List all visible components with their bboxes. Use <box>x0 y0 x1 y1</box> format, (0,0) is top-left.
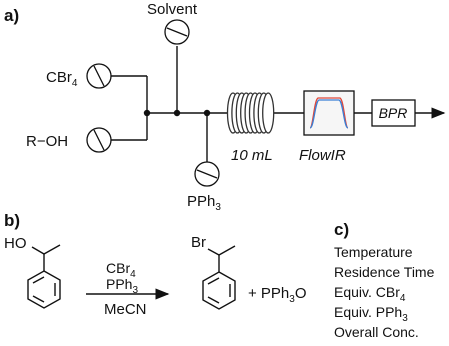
byproduct-label: + PPh3O <box>248 285 307 305</box>
bpr-box <box>371 99 416 127</box>
panel-a-label: a) <box>4 6 19 25</box>
condition-cbr4: CBr4 <box>106 260 136 280</box>
condition-pph3: PPh3 <box>106 276 138 296</box>
condition-solvent: MeCN <box>104 301 147 318</box>
hydroxyl-label: HO <box>4 235 27 252</box>
solvent-label: Solvent <box>147 1 198 18</box>
parameter-item: Temperature <box>334 244 413 260</box>
junction-dots <box>143 109 211 117</box>
coil-reactor-icon <box>226 92 275 134</box>
flowir-icon <box>303 90 355 136</box>
pph3-label: PPh3 <box>187 193 221 213</box>
bpr-label: BPR <box>379 105 408 121</box>
starting-material-structure <box>27 244 61 309</box>
bromine-label: Br <box>191 234 206 251</box>
pump-cbr4-icon <box>86 63 112 89</box>
panel-b-label: b) <box>4 211 20 230</box>
parameter-item: Residence Time <box>334 264 435 280</box>
parameter-item: Overall Conc. <box>334 324 419 340</box>
pump-solvent-icon <box>164 19 190 45</box>
parameter-item: Equiv. CBr4 <box>334 284 406 304</box>
coil-volume-label: 10 mL <box>231 147 273 164</box>
roh-label: R−OH <box>26 133 68 150</box>
panel-c-label: c) <box>334 220 349 239</box>
parameter-item: Equiv. PPh3 <box>334 304 408 324</box>
pump-roh-icon <box>86 127 112 153</box>
flowir-label: FlowIR <box>299 147 346 164</box>
pump-pph3-icon <box>194 161 220 187</box>
product-structure <box>202 245 236 310</box>
coil-loop <box>262 92 275 134</box>
cbr4-label: CBr4 <box>46 69 78 89</box>
